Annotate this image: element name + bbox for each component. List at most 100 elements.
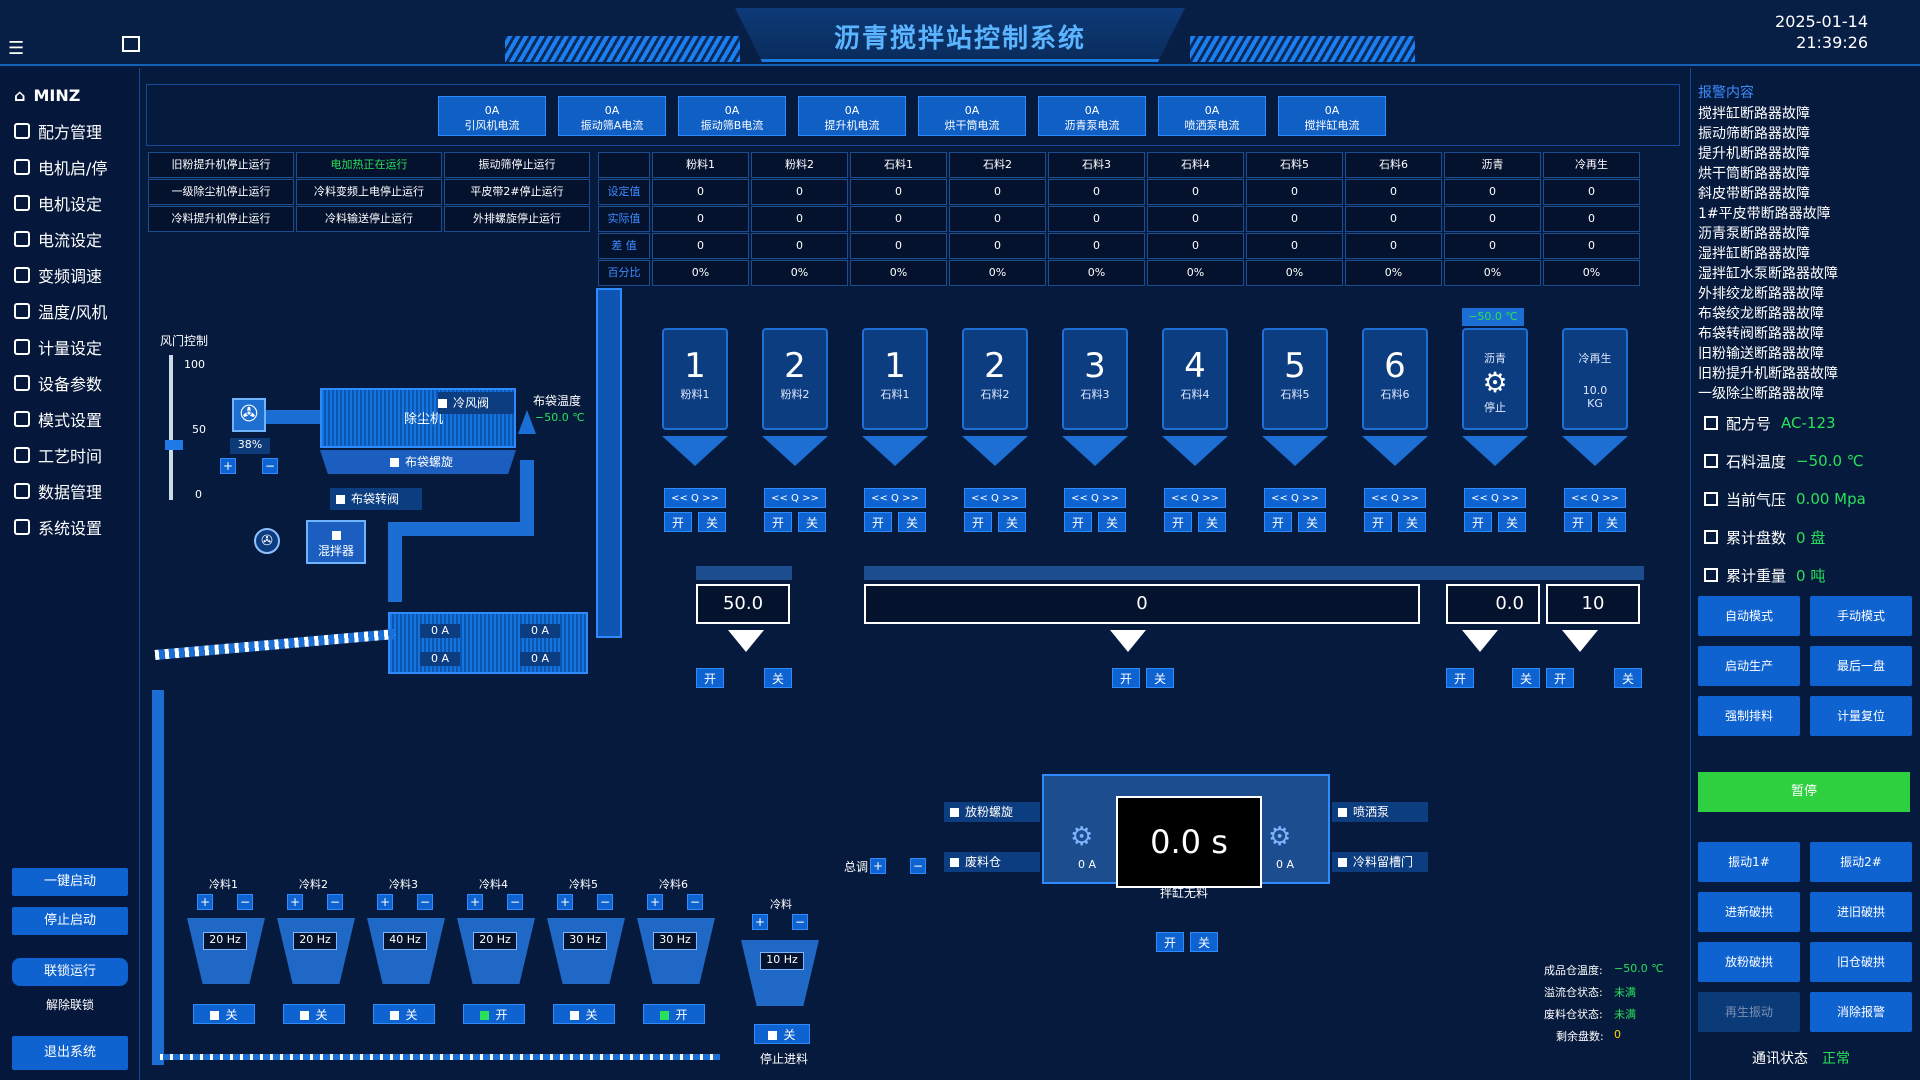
- cold-feed-plus[interactable]: +: [287, 894, 303, 910]
- regen-gate-button[interactable]: << Q >>: [1564, 488, 1626, 508]
- menu-icon[interactable]: ☰: [8, 38, 25, 59]
- hopper-open-button[interactable]: 开: [1064, 512, 1092, 532]
- cold-door[interactable]: 冷料留槽门: [1332, 852, 1428, 872]
- vibration-button[interactable]: 放粉破拱: [1698, 942, 1800, 982]
- cold-feed-toggle[interactable]: 开: [463, 1004, 525, 1024]
- mode-button[interactable]: 自动模式: [1698, 596, 1800, 636]
- hopper-close-button[interactable]: 关: [898, 512, 926, 532]
- vibration-button[interactable]: 振动1#: [1698, 842, 1800, 882]
- mode-button[interactable]: 强制排料: [1698, 696, 1800, 736]
- cold-feed-toggle[interactable]: 开: [643, 1004, 705, 1024]
- regen-open-button[interactable]: 开: [1564, 512, 1592, 532]
- cold-feed-minus[interactable]: −: [327, 894, 343, 910]
- mode-button[interactable]: 手动模式: [1810, 596, 1912, 636]
- mixer-close-button[interactable]: 关: [1190, 932, 1218, 952]
- sidebar-item-0[interactable]: 配方管理: [14, 118, 102, 144]
- scale-close-button[interactable]: 关: [764, 668, 792, 688]
- hopper-gate-button[interactable]: << Q >>: [864, 488, 926, 508]
- hopper-close-button[interactable]: 关: [1198, 512, 1226, 532]
- sidebar-item-8[interactable]: 模式设置: [14, 406, 102, 432]
- hopper-close-button[interactable]: 关: [1098, 512, 1126, 532]
- damper-slider-track[interactable]: [169, 355, 173, 500]
- cold-feed-plus[interactable]: +: [377, 894, 393, 910]
- window-icon[interactable]: [122, 36, 140, 52]
- scale-close-button[interactable]: 关: [1146, 668, 1174, 688]
- cold-feed-minus[interactable]: −: [597, 894, 613, 910]
- hopper-gate-button[interactable]: << Q >>: [1264, 488, 1326, 508]
- scale-close-button[interactable]: 关: [1512, 668, 1540, 688]
- hopper-open-button[interactable]: 开: [764, 512, 792, 532]
- hopper-gate-button[interactable]: << Q >>: [1364, 488, 1426, 508]
- stop-start-button[interactable]: 停止启动: [12, 907, 128, 935]
- scale-open-button[interactable]: 开: [1446, 668, 1474, 688]
- spray-pump[interactable]: 喷洒泵: [1332, 802, 1428, 822]
- damper-minus-button[interactable]: −: [262, 458, 278, 474]
- bag-rotary-valve[interactable]: 布袋转阀: [330, 488, 422, 510]
- sidebar-item-6[interactable]: 计量设定: [14, 334, 102, 360]
- exit-system-button[interactable]: 退出系统: [12, 1036, 128, 1070]
- cold-feed-plus[interactable]: +: [557, 894, 573, 910]
- asphalt-close-button[interactable]: 关: [1498, 512, 1526, 532]
- vibration-button[interactable]: 旧仓破拱: [1810, 942, 1912, 982]
- sidebar-item-7[interactable]: 设备参数: [14, 370, 102, 396]
- damper-plus-button[interactable]: +: [220, 458, 236, 474]
- vibration-button[interactable]: 进旧破拱: [1810, 892, 1912, 932]
- hopper-close-button[interactable]: 关: [1298, 512, 1326, 532]
- mixer-open-button[interactable]: 开: [1156, 932, 1184, 952]
- vibration-button[interactable]: 振动2#: [1810, 842, 1912, 882]
- hopper-open-button[interactable]: 开: [1364, 512, 1392, 532]
- sidebar-item-1[interactable]: 电机启/停: [14, 154, 107, 180]
- hopper-gate-button[interactable]: << Q >>: [764, 488, 826, 508]
- hopper-close-button[interactable]: 关: [1398, 512, 1426, 532]
- cold-feed-toggle[interactable]: 关: [193, 1004, 255, 1024]
- asphalt-open-button[interactable]: 开: [1464, 512, 1492, 532]
- vibration-button[interactable]: 消除报警: [1810, 992, 1912, 1032]
- cold-main-minus[interactable]: −: [792, 914, 808, 930]
- unlock-button[interactable]: 解除联锁: [45, 998, 94, 1012]
- damper-slider-handle[interactable]: [165, 440, 183, 450]
- mixer-box[interactable]: 混拌器: [306, 520, 366, 564]
- cold-feed-minus[interactable]: −: [417, 894, 433, 910]
- cold-main-plus[interactable]: +: [752, 914, 768, 930]
- cold-feed-minus[interactable]: −: [687, 894, 703, 910]
- hopper-gate-button[interactable]: << Q >>: [964, 488, 1026, 508]
- hopper-open-button[interactable]: 开: [664, 512, 692, 532]
- asphalt-gate-button[interactable]: << Q >>: [1464, 488, 1526, 508]
- powder-screw[interactable]: 放粉螺旋: [944, 802, 1040, 822]
- hopper-gate-button[interactable]: << Q >>: [1164, 488, 1226, 508]
- cold-feed-minus[interactable]: −: [237, 894, 253, 910]
- vibration-button[interactable]: 进新破拱: [1698, 892, 1800, 932]
- scale-open-button[interactable]: 开: [1546, 668, 1574, 688]
- cold-feed-plus[interactable]: +: [467, 894, 483, 910]
- waste-bin[interactable]: 废料仓: [944, 852, 1040, 872]
- cold-feed-minus[interactable]: −: [507, 894, 523, 910]
- interlock-run-button[interactable]: 联锁运行: [12, 958, 128, 986]
- hopper-open-button[interactable]: 开: [964, 512, 992, 532]
- cold-feed-toggle[interactable]: 关: [283, 1004, 345, 1024]
- sidebar-item-2[interactable]: 电机设定: [14, 190, 102, 216]
- cold-feed-plus[interactable]: +: [647, 894, 663, 910]
- vibration-button[interactable]: 再生振动: [1698, 992, 1800, 1032]
- bag-screw[interactable]: 布袋螺旋: [320, 450, 516, 474]
- hopper-open-button[interactable]: 开: [864, 512, 892, 532]
- total-minus-button[interactable]: −: [910, 858, 926, 874]
- mode-button[interactable]: 计量复位: [1810, 696, 1912, 736]
- scale-open-button[interactable]: 开: [1112, 668, 1140, 688]
- sidebar-item-5[interactable]: 温度/风机: [14, 298, 107, 324]
- cold-feed-toggle[interactable]: 关: [373, 1004, 435, 1024]
- blower-icon[interactable]: ✇: [254, 528, 280, 554]
- sidebar-item-9[interactable]: 工艺时间: [14, 442, 102, 468]
- cold-valve[interactable]: 冷风阀: [438, 392, 514, 414]
- hopper-close-button[interactable]: 关: [998, 512, 1026, 532]
- total-plus-button[interactable]: +: [870, 858, 886, 874]
- mode-button[interactable]: 启动生产: [1698, 646, 1800, 686]
- hopper-open-button[interactable]: 开: [1164, 512, 1192, 532]
- hopper-gate-button[interactable]: << Q >>: [664, 488, 726, 508]
- scale-open-button[interactable]: 开: [696, 668, 724, 688]
